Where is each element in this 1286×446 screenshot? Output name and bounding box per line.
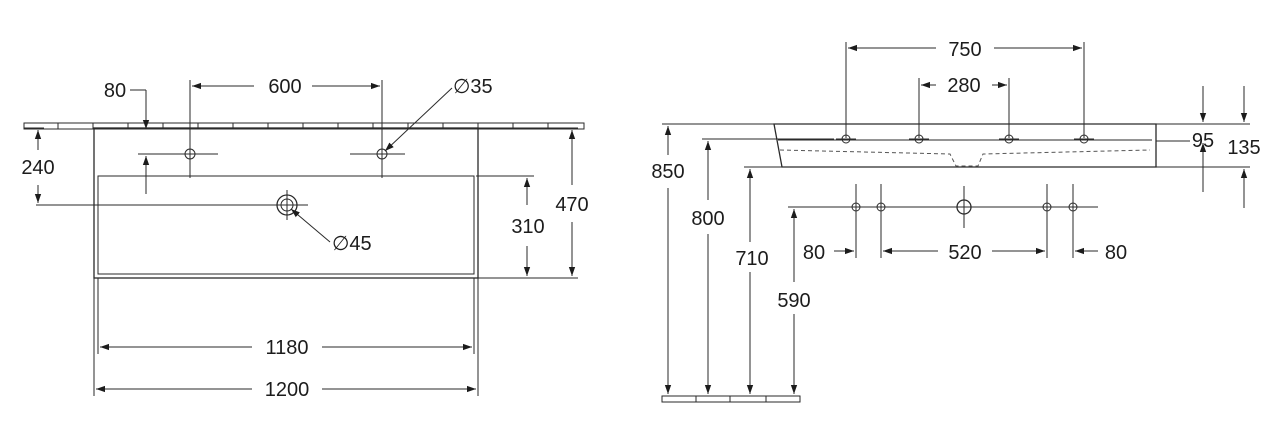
bowl-dashed xyxy=(779,149,1151,167)
dim-750: 750 xyxy=(845,39,1085,138)
inner-bowl xyxy=(97,175,475,275)
drain-hole xyxy=(36,190,308,220)
dim-80-right-label: 80 xyxy=(1105,242,1127,264)
dim-520: 520 xyxy=(883,242,1045,264)
dim-95: 95 xyxy=(1156,86,1250,192)
floor-strip xyxy=(661,395,801,403)
dim-80-top: 80 xyxy=(104,80,150,194)
dim-800: 800 xyxy=(691,138,834,394)
dim-310: 310 xyxy=(476,175,578,279)
dim-240: 240 xyxy=(21,127,55,203)
dim-850-label: 850 xyxy=(651,161,684,183)
dim-1180: 1180 xyxy=(97,278,475,359)
dim-80-left: 80 xyxy=(803,242,854,264)
dim-1200-label: 1200 xyxy=(265,379,310,401)
dim-280: 280 xyxy=(918,75,1010,138)
dim-590: 590 xyxy=(777,206,1098,394)
dim-710: 710 xyxy=(735,166,782,394)
wall-connection-holes xyxy=(851,184,1078,258)
dim-800-label: 800 xyxy=(691,208,724,230)
dim-1180-label: 1180 xyxy=(265,337,308,359)
dim-dia35-label: ∅35 xyxy=(453,76,493,98)
dim-750-label: 750 xyxy=(948,39,981,61)
dim-80-right: 80 xyxy=(1075,242,1127,264)
front-view: 750 280 95 135 850 xyxy=(651,39,1261,403)
basin-profile xyxy=(773,123,1157,168)
dim-dia45-label: ∅45 xyxy=(332,233,372,255)
dim-590-label: 590 xyxy=(777,290,810,312)
tap-hole-left xyxy=(138,130,218,178)
wall-strip-top xyxy=(23,122,585,130)
dim-240-label: 240 xyxy=(21,157,54,179)
top-view: 600 80 ∅35 240 ∅45 xyxy=(21,76,588,401)
dim-850: 850 xyxy=(651,123,774,394)
dim-470-label: 470 xyxy=(555,194,588,216)
dim-dia45: ∅45 xyxy=(290,208,372,255)
dim-310-label: 310 xyxy=(511,216,544,238)
dim-135-label: 135 xyxy=(1227,137,1260,159)
basin-outline xyxy=(93,127,479,279)
dim-710-label: 710 xyxy=(735,248,768,270)
dim-280-label: 280 xyxy=(947,75,980,97)
dim-135: 135 xyxy=(1227,86,1261,208)
dim-80-top-label: 80 xyxy=(104,80,126,102)
dim-95-label: 95 xyxy=(1192,130,1214,152)
dim-600-label: 600 xyxy=(268,76,301,98)
front-holes xyxy=(836,134,1094,144)
dim-600: 600 xyxy=(189,76,383,150)
dim-520-label: 520 xyxy=(948,242,981,264)
dim-dia35: ∅35 xyxy=(384,76,493,152)
tap-hole-right xyxy=(350,130,405,178)
dim-1200: 1200 xyxy=(93,278,479,401)
dim-80-left-label: 80 xyxy=(803,242,825,264)
dim-470: 470 xyxy=(478,127,589,276)
